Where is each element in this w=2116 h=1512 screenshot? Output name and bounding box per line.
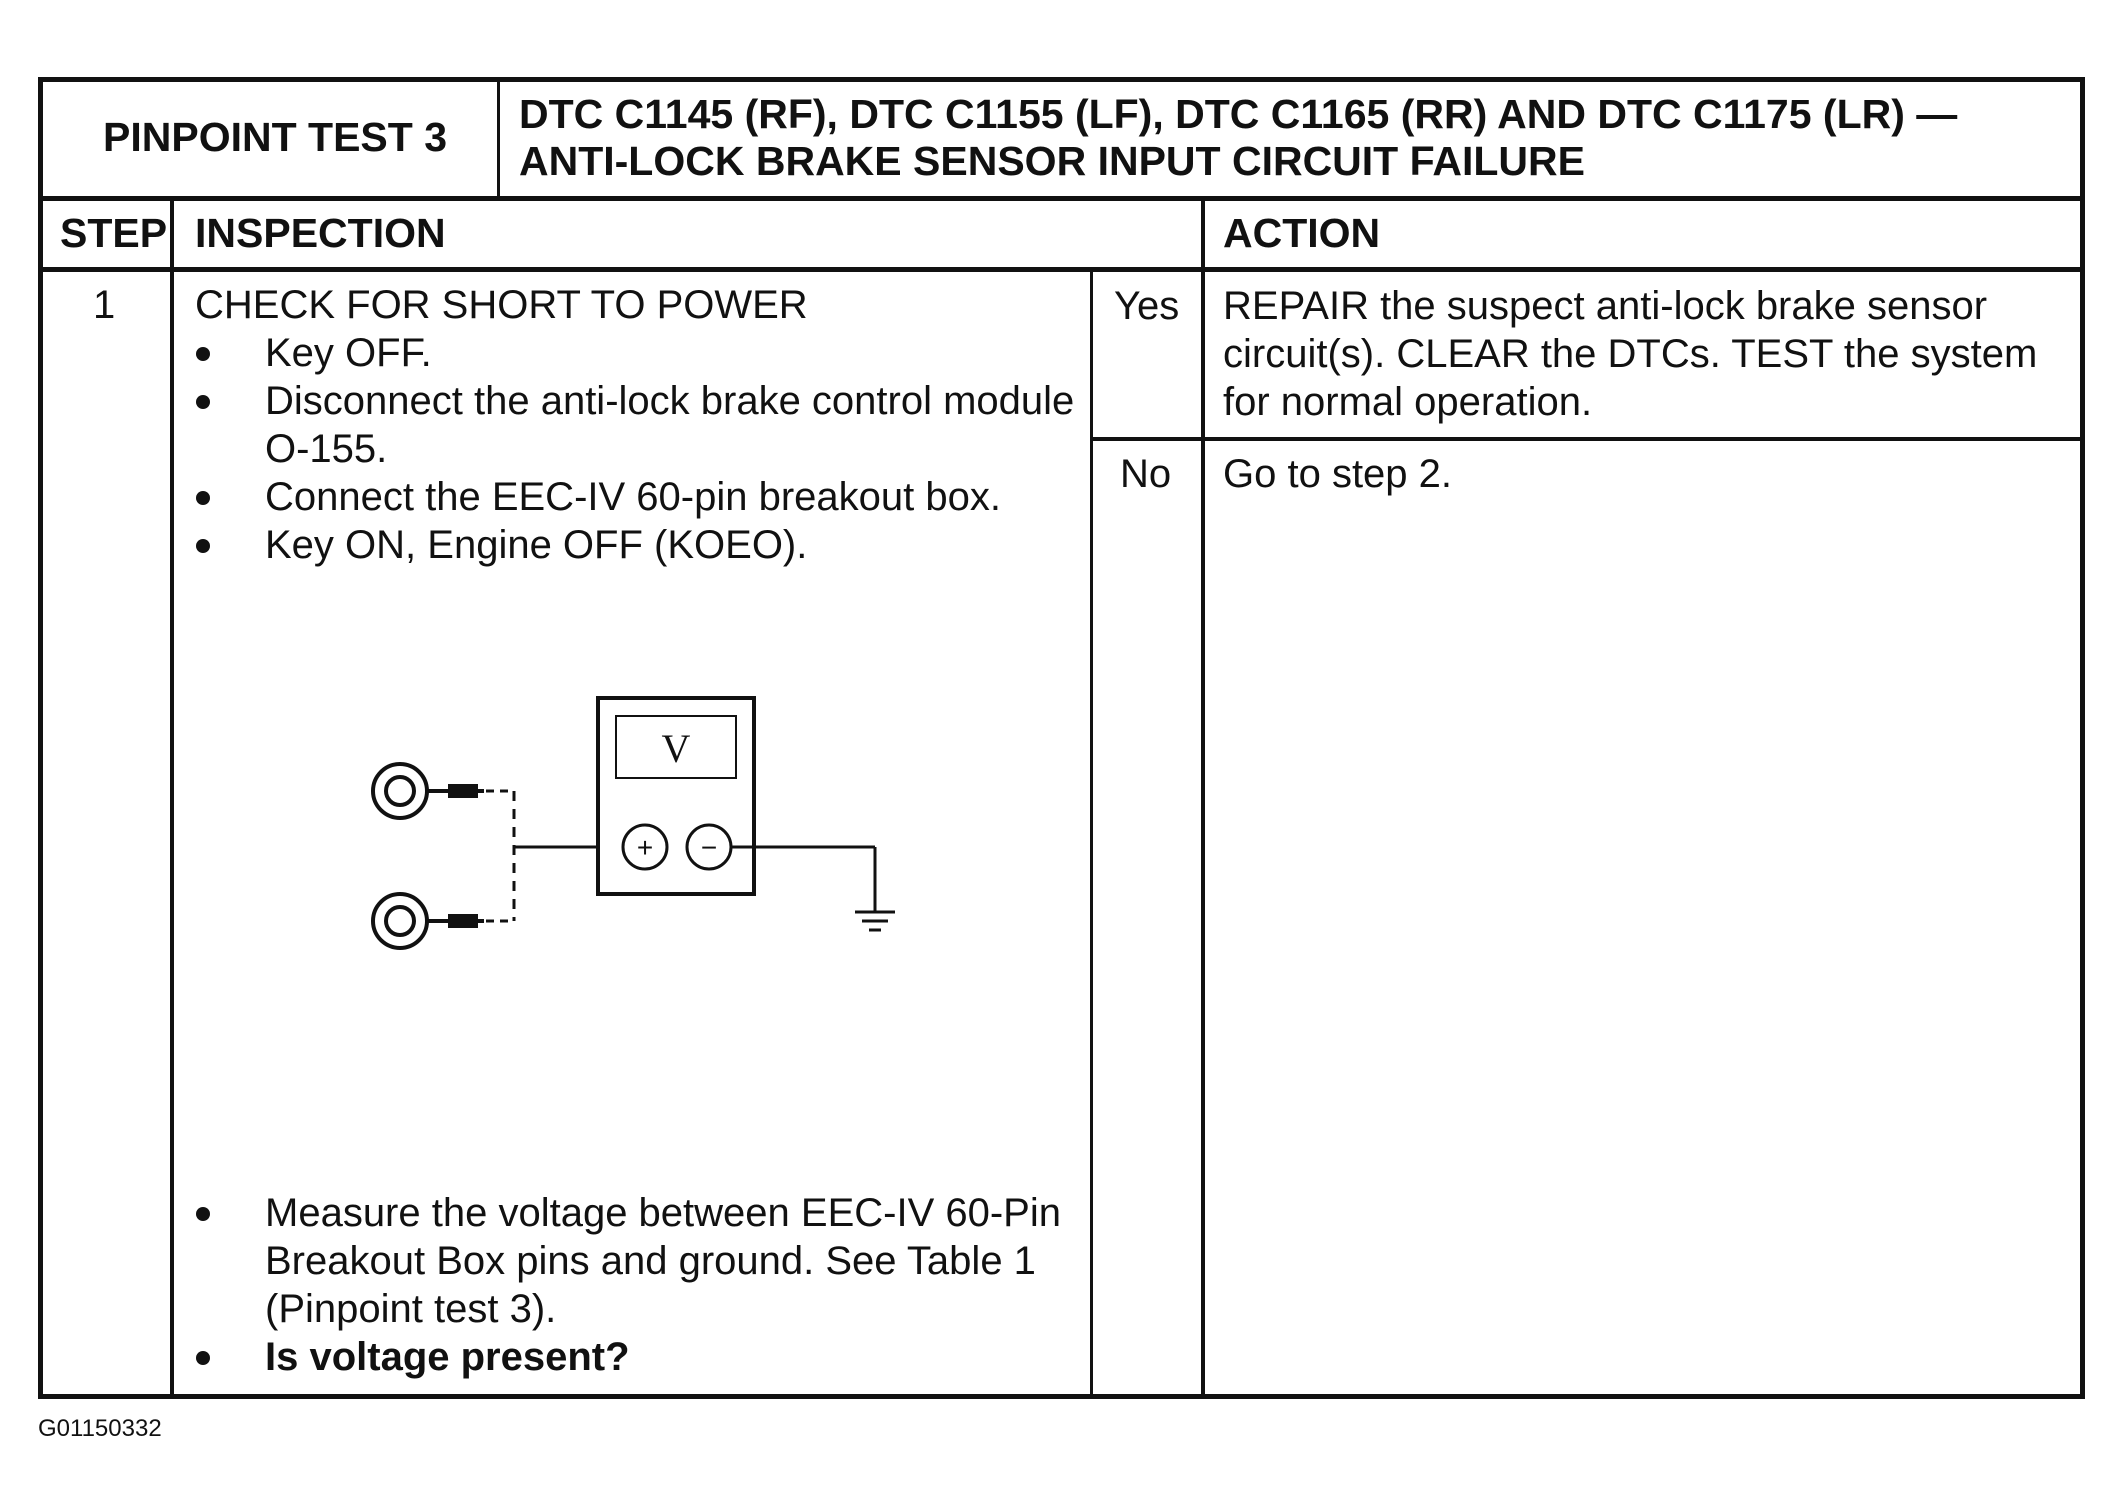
table-border-bottom — [38, 1394, 2085, 1399]
column-header-step: STEP — [60, 210, 168, 256]
bullet-icon — [196, 347, 210, 361]
column-header-inspection: INSPECTION — [195, 210, 446, 256]
action-column-divider — [1201, 198, 1205, 1396]
header-vertical — [497, 77, 500, 199]
yes-action-line: circuit(s). CLEAR the DTCs. TEST the sys… — [1223, 332, 2038, 376]
table-border-left — [38, 77, 43, 1399]
voltmeter-diagram: V + − — [371, 696, 895, 950]
pin-connector-icon — [371, 762, 484, 820]
answer-no-label: No — [1120, 452, 1172, 496]
inspection-bullet: Measure the voltage between EEC-IV 60-Pi… — [265, 1191, 1061, 1235]
inspection-bullet-continuation: (Pinpoint test 3). — [265, 1287, 557, 1331]
inspection-bullet: Disconnect the anti-lock brake control m… — [265, 379, 1075, 423]
voltmeter-icon: V + − — [596, 696, 756, 896]
inspection-bullet: Key ON, Engine OFF (KOEO). — [265, 523, 808, 567]
inspection-bullet: Connect the EEC-IV 60-pin breakout box. — [265, 475, 1001, 519]
title-line-1: DTC C1145 (RF), DTC C1155 (LF), DTC C116… — [519, 91, 1958, 137]
yes-action-line: REPAIR the suspect anti-lock brake senso… — [1223, 284, 1988, 328]
figure-code: G01150332 — [38, 1415, 162, 1442]
bullet-icon — [196, 395, 210, 409]
header-divider — [38, 196, 2085, 201]
bullet-icon — [196, 1351, 210, 1365]
bullet-icon — [196, 1207, 210, 1221]
meter-minus-terminal: − — [701, 832, 717, 863]
yes-action-line: for normal operation. — [1223, 380, 1593, 424]
meter-plus-terminal: + — [637, 832, 653, 863]
inspection-bullet: Key OFF. — [265, 331, 432, 375]
inspection-bullet-continuation: Breakout Box pins and ground. See Table … — [265, 1239, 1036, 1283]
inspection-question: Is voltage present? — [265, 1335, 630, 1379]
column-header-action: ACTION — [1223, 210, 1381, 256]
no-action: Go to step 2. — [1223, 452, 1453, 496]
table-border-top — [38, 77, 2085, 82]
table-border-right — [2080, 77, 2085, 1399]
pin-connector-icon — [371, 892, 484, 950]
step-heading: CHECK FOR SHORT TO POWER — [195, 283, 808, 327]
yes-no-divider — [1090, 437, 2085, 441]
meter-symbol: V — [662, 726, 691, 771]
answer-yes-label: Yes — [1114, 284, 1180, 328]
step-column-divider — [170, 198, 174, 1396]
answer-column-divider — [1090, 270, 1093, 1396]
inspection-bullet-continuation: O-155. — [265, 427, 388, 471]
column-header-divider — [38, 267, 2085, 272]
title-line-2: ANTI-LOCK BRAKE SENSOR INPUT CIRCUIT FAI… — [519, 138, 1585, 184]
ground-icon — [855, 910, 895, 932]
step-number: 1 — [93, 283, 116, 327]
bullet-icon — [196, 491, 210, 505]
test-label: PINPOINT TEST 3 — [103, 114, 447, 160]
bullet-icon — [196, 539, 210, 553]
